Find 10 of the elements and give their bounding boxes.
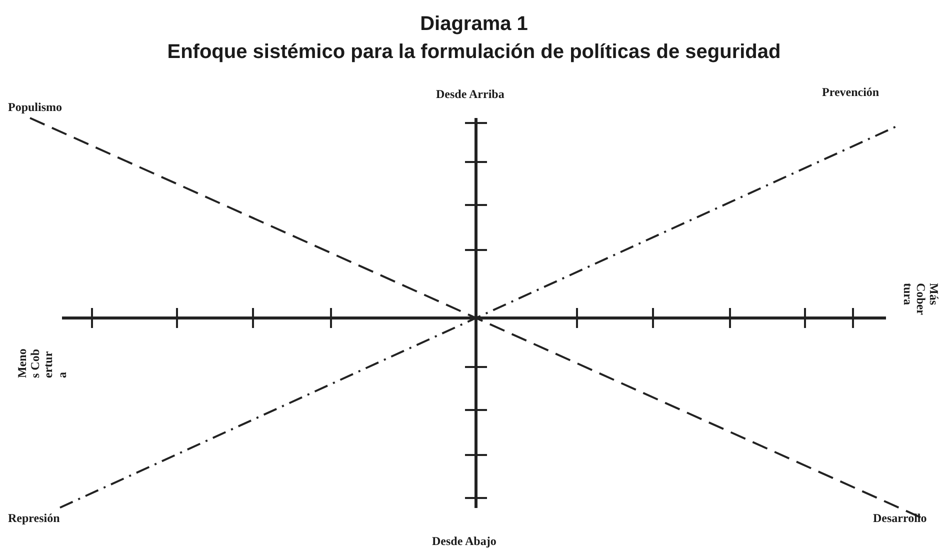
diagram-title: Diagrama 1 xyxy=(419,12,529,36)
axis-label: Desde Arriba xyxy=(436,88,504,102)
line-label: Prevención xyxy=(822,86,880,100)
axis-label: Menos Cobertura xyxy=(16,348,69,378)
diagram-subtitle: Enfoque sistémico para la formulación de políticas de seguridad xyxy=(166,40,782,64)
axis-label: Desde Abajo xyxy=(432,535,496,548)
line-label: Represión xyxy=(8,512,60,526)
line-label: Desarrollo xyxy=(873,512,927,526)
axis-label: Más Cobertura xyxy=(900,283,940,315)
line-label: Populismo xyxy=(8,101,62,114)
